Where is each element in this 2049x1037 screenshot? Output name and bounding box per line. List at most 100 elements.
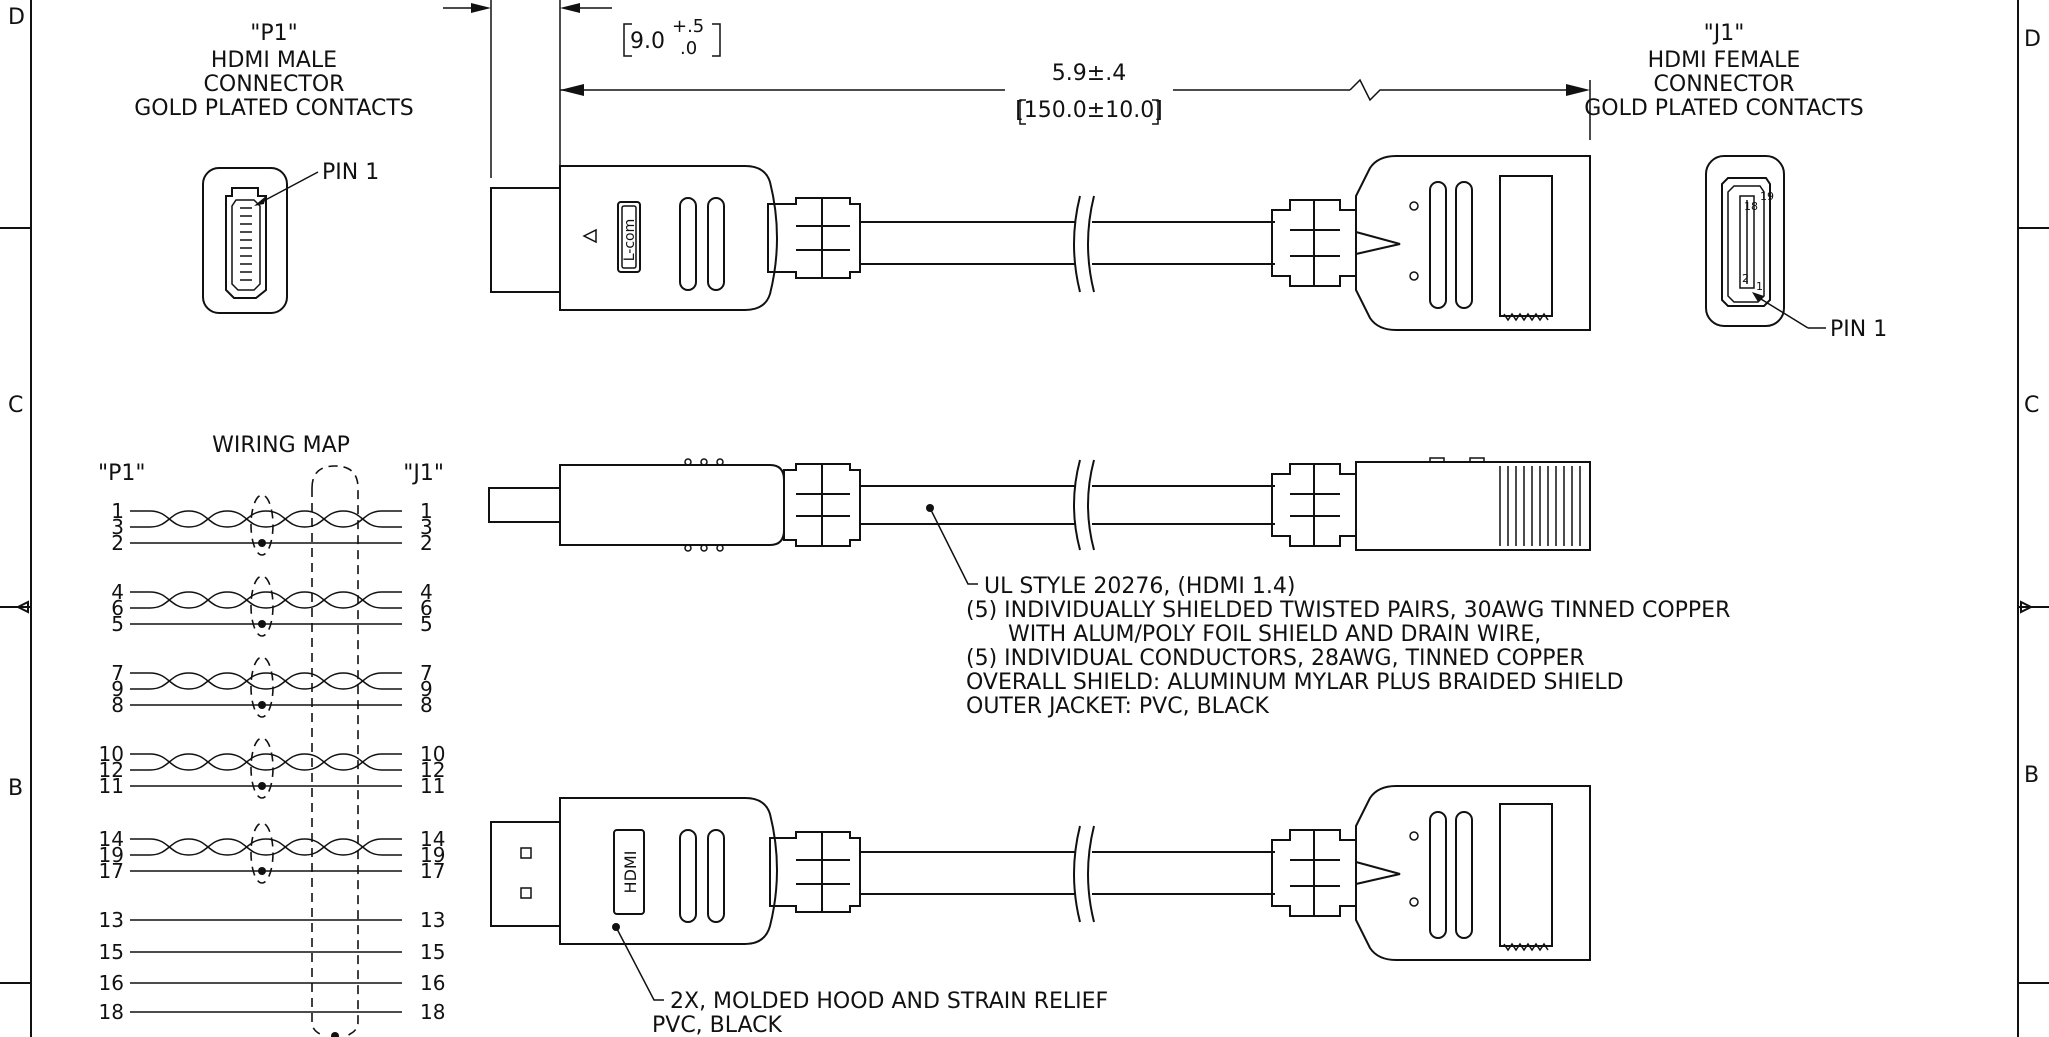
twisted-wire xyxy=(130,838,402,856)
wire-pin-label-left: 7 xyxy=(111,661,124,685)
j1-type-label: HDMI FEMALE xyxy=(1648,48,1801,73)
drain-junction xyxy=(258,701,266,709)
wire-pin-label-left: 1 xyxy=(111,499,124,523)
twisted-wire xyxy=(130,672,402,690)
wire-pin-label-left: 16 xyxy=(99,971,124,995)
twisted-wire xyxy=(130,753,402,771)
plug-length-upper-tol: +.5 xyxy=(672,16,704,37)
j1-pin18-label: 18 xyxy=(1744,200,1758,213)
j1-end-view xyxy=(1705,155,1809,329)
bottom-hood-logo: HDMI xyxy=(621,851,640,894)
side-view-assembly xyxy=(488,457,1591,585)
zone-label-left-b: B xyxy=(8,776,23,801)
j1-pin1-label: PIN 1 xyxy=(1830,317,1887,342)
cable-note-line-5: OVERALL SHIELD: ALUMINUM MYLAR PLUS BRAI… xyxy=(966,670,1624,695)
wire-pin-label-right: 4 xyxy=(420,580,433,604)
wire-pin-label-right: 12 xyxy=(420,758,445,782)
plug-length-value: 9.0 xyxy=(630,29,665,54)
wire-pin-label-right: 16 xyxy=(420,971,445,995)
twisted-wire xyxy=(130,510,402,528)
wire-pin-label-right: 13 xyxy=(420,908,445,932)
j1-pin1-num-label: 1 xyxy=(1756,280,1763,293)
wire-pin-label-right: 6 xyxy=(420,596,433,620)
wire-pin-label-right: 9 xyxy=(420,677,433,701)
wire-pin-label-left: 5 xyxy=(111,612,124,636)
top-view-male-plug xyxy=(490,165,778,311)
twisted-wire xyxy=(130,591,402,609)
top-view-female-strain-relief xyxy=(1271,199,1357,287)
pair-shield xyxy=(250,822,274,884)
wire-pin-label-left: 9 xyxy=(111,677,124,701)
female-grip-ribs xyxy=(1499,466,1581,546)
wire-pin-label-left: 3 xyxy=(111,515,124,539)
p1-connector-label: CONNECTOR xyxy=(204,72,345,97)
wire-pin-label-right: 10 xyxy=(420,742,445,766)
wire-pin-label-left: 6 xyxy=(111,596,124,620)
wire-pin-label-right: 3 xyxy=(420,515,433,539)
wiring-map-title: WIRING MAP xyxy=(212,433,350,458)
pair-shield xyxy=(250,656,274,718)
wire-pin-label-right: 18 xyxy=(420,1000,445,1024)
bottom-view-cable xyxy=(860,824,1275,924)
pair-shield xyxy=(250,494,274,556)
drain-junction xyxy=(258,782,266,790)
wire-pin-label-left: 12 xyxy=(99,758,124,782)
j1-connector-label: CONNECTOR xyxy=(1654,72,1795,97)
wiring-left-ref: "P1" xyxy=(98,461,146,486)
zone-label-left-d: D xyxy=(8,5,25,30)
wiring-map: 1321324654657987981012111012111419171419… xyxy=(99,465,445,1037)
wire-pin-label-right: 7 xyxy=(420,661,433,685)
j1-pin19-label: 19 xyxy=(1760,190,1774,203)
j1-ref-label: "J1" xyxy=(1704,21,1745,46)
hood-note-line-2: PVC, BLACK xyxy=(652,1013,783,1037)
wire-pin-label-right: 1 xyxy=(420,499,433,523)
twisted-wire xyxy=(130,838,402,856)
p1-contact-pins xyxy=(240,207,252,281)
wire-pin-label-left: 10 xyxy=(99,742,124,766)
wire-pin-label-left: 2 xyxy=(111,531,124,555)
overall-length-mm: [150.0±10.0] xyxy=(1015,98,1163,123)
cable-note-line-4: (5) INDIVIDUAL CONDUCTORS, 28AWG, TINNED… xyxy=(966,646,1585,671)
drain-junction xyxy=(258,539,266,547)
zone-label-right-c: C xyxy=(2024,393,2039,418)
wire-pin-label-right: 8 xyxy=(420,693,433,717)
zone-label-left-c: C xyxy=(8,393,23,418)
overall-length-dimension xyxy=(560,64,1591,140)
wire-pin-label-left: 18 xyxy=(99,1000,124,1024)
twisted-wire xyxy=(130,510,402,528)
wire-pin-label-left: 14 xyxy=(99,827,124,851)
wire-pin-label-right: 5 xyxy=(420,612,433,636)
wiring-rows: 1321324654657987981012111012111419171419… xyxy=(99,494,445,1024)
drain-junction xyxy=(258,620,266,628)
wire-pin-label-right: 2 xyxy=(420,531,433,555)
twisted-wire xyxy=(130,753,402,771)
p1-pin1-label: PIN 1 xyxy=(322,160,379,185)
wire-pin-label-right: 14 xyxy=(420,827,445,851)
wire-pin-label-left: 15 xyxy=(99,940,124,964)
top-view-male-strain-relief xyxy=(767,197,861,279)
wire-pin-label-right: 11 xyxy=(420,774,445,798)
plug-length-dimension xyxy=(443,0,721,178)
wire-pin-label-right: 17 xyxy=(420,859,445,883)
wire-pin-label-left: 13 xyxy=(99,908,124,932)
pair-shield xyxy=(250,737,274,799)
zone-label-right-b: B xyxy=(2024,763,2039,788)
p1-end-view xyxy=(202,167,319,314)
j1-pin2-label: 2 xyxy=(1742,272,1749,285)
bottom-view-female-strain-relief xyxy=(1271,829,1357,917)
cable-note-line-2: (5) INDIVIDUALLY SHIELDED TWISTED PAIRS,… xyxy=(966,598,1730,623)
bottom-view-male-strain-relief xyxy=(769,831,861,913)
zone-label-right-d: D xyxy=(2024,27,2041,52)
cable-note-line-1: UL STYLE 20276, (HDMI 1.4) xyxy=(984,574,1295,599)
twisted-wire xyxy=(130,591,402,609)
overall-length-in: 5.9±.4 xyxy=(1052,61,1126,86)
bottom-view-female-hood xyxy=(1355,785,1591,961)
wire-pin-label-right: 15 xyxy=(420,940,445,964)
pair-shield xyxy=(250,575,274,637)
p1-type-label: HDMI MALE xyxy=(211,48,337,73)
wire-pin-label-left: 17 xyxy=(99,859,124,883)
wire-pin-label-left: 4 xyxy=(111,580,124,604)
top-view-cable xyxy=(860,194,1275,294)
wiring-right-ref: "J1" xyxy=(403,461,444,486)
